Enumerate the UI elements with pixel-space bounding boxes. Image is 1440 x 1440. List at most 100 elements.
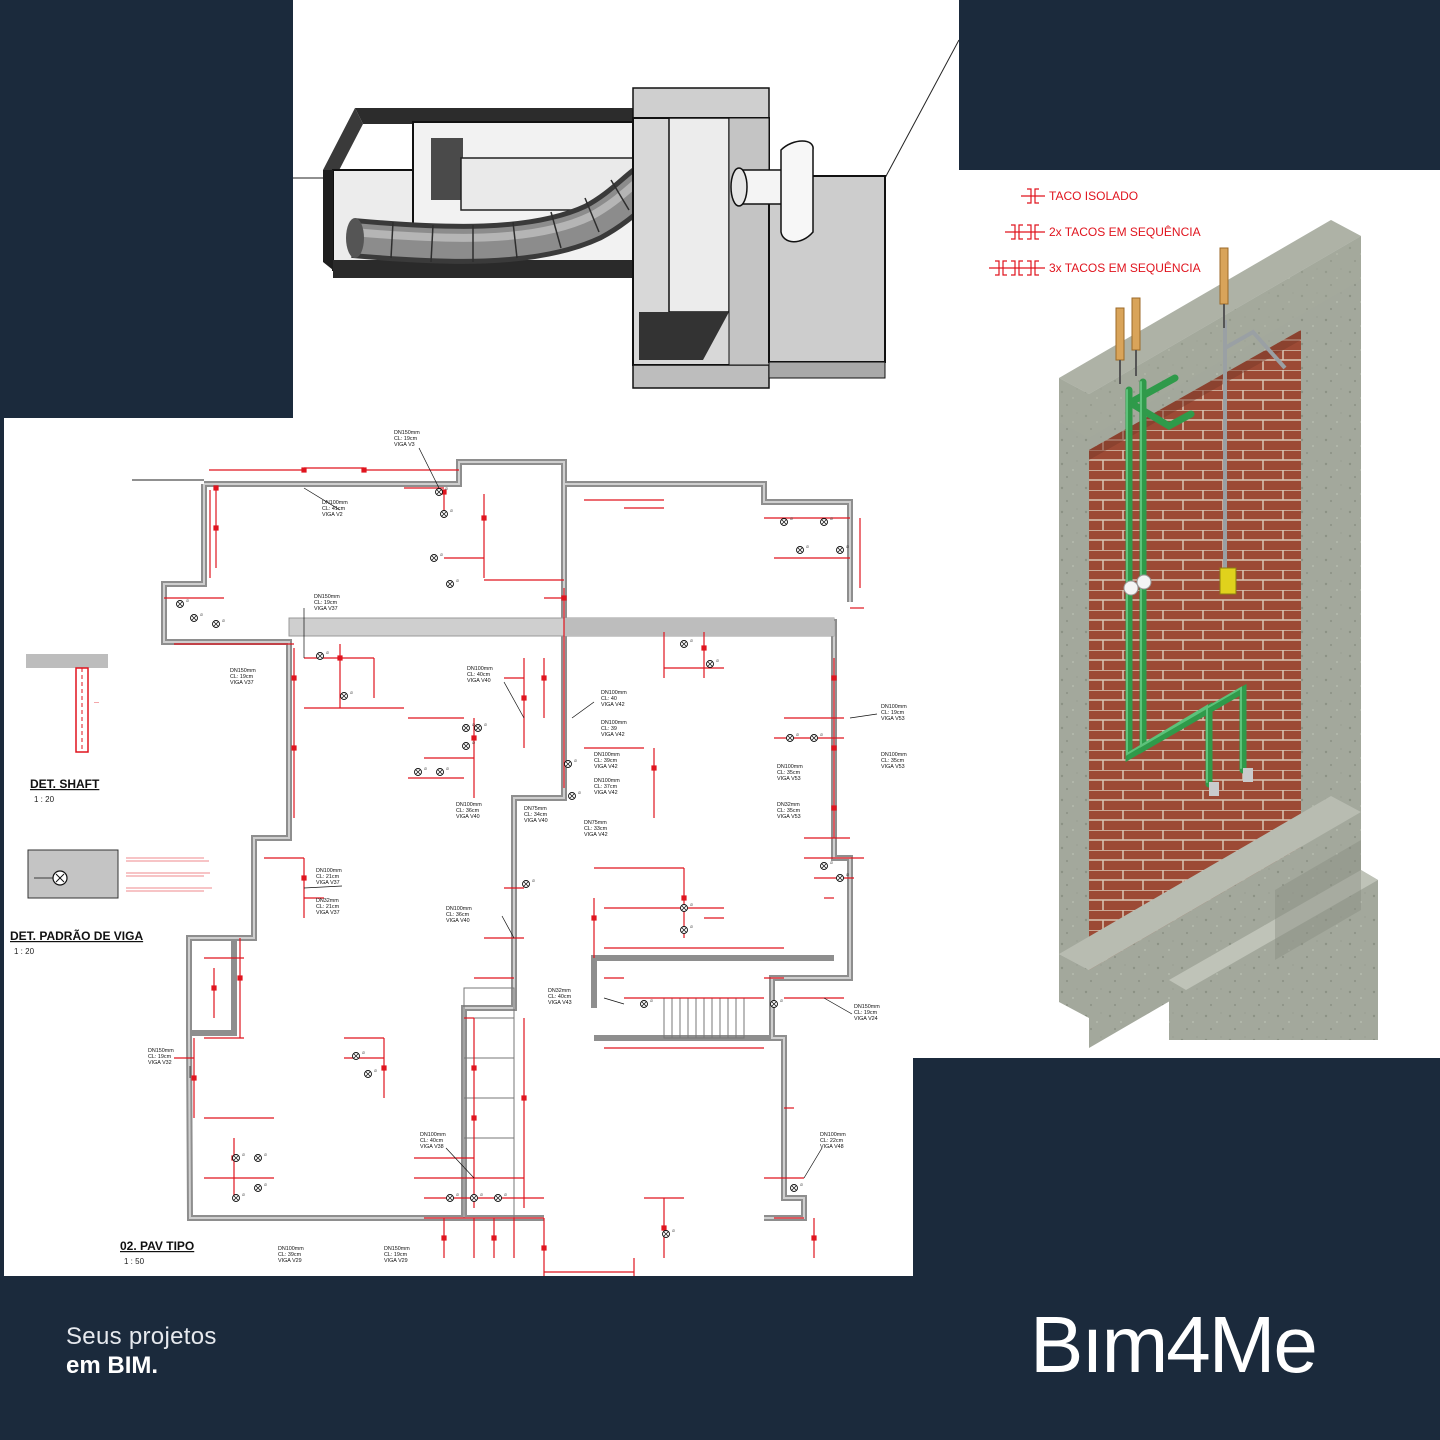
pipe-symbol: ∅ — [680, 639, 694, 648]
pipe-symbol: ∅ — [212, 619, 226, 628]
annotation-line: DN32mm — [548, 988, 571, 994]
pipe-symbol: ∅ — [494, 1193, 508, 1202]
svg-text:∅: ∅ — [830, 861, 834, 865]
dimension-tick — [701, 645, 707, 651]
annotation-line: DN150mm — [394, 430, 420, 436]
svg-text:∅: ∅ — [806, 545, 810, 549]
svg-text:∅: ∅ — [790, 517, 794, 521]
shaft-detail-scale: 1 : 20 — [34, 795, 55, 804]
annotation-line: DN100mm — [322, 500, 348, 506]
pipe-symbol: ∅ — [440, 509, 454, 518]
duct-render-panel — [293, 0, 959, 418]
legend-item: TACO ISOLADO — [1021, 188, 1138, 204]
annotation-line: VIGA V37 — [314, 606, 338, 612]
svg-text:∅: ∅ — [480, 1193, 484, 1197]
dimension-lines — [164, 467, 864, 1276]
logo-text: Bım4Me — [1030, 1300, 1316, 1389]
leader-line — [303, 487, 341, 511]
dimension-tick — [481, 515, 487, 521]
svg-text:∅: ∅ — [716, 659, 720, 663]
annotation-line: VIGA V53 — [881, 716, 905, 722]
stair — [463, 987, 745, 1219]
pipe-symbol: ∅ — [790, 1183, 804, 1192]
pipe-symbol: ∅ — [435, 487, 449, 496]
annotation-line: CL: 19cm — [230, 674, 254, 680]
annotation-line: DN75mm — [584, 820, 607, 826]
leader-line — [445, 1147, 475, 1179]
annotation-line: VIGA V42 — [601, 732, 625, 738]
annotation-line: VIGA V40 — [456, 814, 480, 820]
annotation-line: VIGA V37 — [316, 880, 340, 886]
dimension-tick — [561, 595, 567, 601]
svg-text:∅: ∅ — [800, 1183, 804, 1187]
annotation-line: VIGA V53 — [777, 776, 801, 782]
pipe-symbol: ∅ — [836, 545, 850, 554]
svg-text:∅: ∅ — [200, 613, 204, 617]
annotation-line: CL: 35cm — [777, 808, 801, 814]
svg-text:∅: ∅ — [484, 723, 488, 727]
annotation-line: DN75mm — [524, 806, 547, 812]
legend-label: 3x TACOS EM SEQUÊNCIA — [1049, 260, 1201, 275]
annotation-line: CL: 21cm — [316, 904, 340, 910]
annotation-line: CL: 41cm — [322, 506, 346, 512]
annotation-line: CL: 35cm — [777, 770, 801, 776]
leader-line — [503, 681, 525, 719]
svg-text:∅: ∅ — [264, 1153, 268, 1157]
annotation-line: VIGA V29 — [278, 1258, 302, 1264]
dimension-tick — [521, 695, 527, 701]
annotation-line: DN100mm — [278, 1246, 304, 1252]
leader-line — [418, 447, 440, 489]
annotation-line: VIGA V24 — [854, 1016, 878, 1022]
annotation-line: VIGA V32 — [148, 1060, 172, 1066]
taco-symbol — [1011, 260, 1016, 276]
annotation-line: DN100mm — [601, 720, 627, 726]
beam-detail: DET. PADRÃO DE VIGA 1 : 20 — [10, 849, 212, 956]
pipe-symbol: ∅ — [568, 791, 582, 800]
pipe-symbol: ∅ — [430, 553, 444, 562]
annotation-line: DN100mm — [446, 906, 472, 912]
dimension-tick — [811, 1235, 817, 1241]
annotation-line: DN100mm — [316, 868, 342, 874]
annotation-line: DN150mm — [314, 594, 340, 600]
legend-item: 2x TACOS EM SEQUÊNCIA — [1005, 224, 1201, 240]
pipe-symbol: ∅ — [254, 1153, 268, 1162]
pipe-symbol: ∅ — [446, 579, 460, 588]
pipe-symbol: ∅ — [836, 873, 850, 882]
tagline: Seus projetos em BIM. — [66, 1322, 217, 1380]
annotation-line: CL: 39cm — [594, 758, 618, 764]
annotation-line: CL: 19cm — [148, 1054, 172, 1060]
svg-text:∅: ∅ — [446, 767, 450, 771]
annotation-line: VIGA V37 — [230, 680, 254, 686]
pipe-symbol: ∅ — [564, 759, 578, 768]
annotation-line: VIGA V40 — [524, 818, 548, 824]
leader-line — [303, 885, 343, 889]
svg-text:∅: ∅ — [472, 723, 476, 727]
svg-text:∅: ∅ — [578, 791, 582, 795]
dimension-tick — [213, 485, 219, 491]
pipe-symbol: ∅ — [820, 517, 834, 526]
pipe-symbol: ∅ — [780, 517, 794, 526]
dimension-tick — [541, 675, 547, 681]
annotation-line: CL: 36cm — [456, 808, 480, 814]
plan-title: 02. PAV TIPO — [120, 1239, 194, 1253]
annotation-line: CL: 40cm — [467, 672, 491, 678]
pipe-symbols: ∅∅∅∅∅∅∅∅∅∅∅∅∅∅∅∅∅∅∅∅∅∅∅∅∅∅∅∅∅∅∅∅∅∅∅∅∅∅∅∅… — [176, 487, 850, 1238]
annotation-line: VIGA V29 — [384, 1258, 408, 1264]
taco-legend: TACO ISOLADO 2x TACOS EM SEQUÊNCIA 3x TACO… — [989, 188, 1201, 276]
annotation-line: CL: 40cm — [548, 994, 572, 1000]
annotation-line: VIGA V42 — [601, 702, 625, 708]
svg-text:∅: ∅ — [450, 509, 454, 513]
svg-text:∅: ∅ — [424, 767, 428, 771]
leader-line — [803, 1147, 823, 1179]
annotation-line: VIGA V53 — [881, 764, 905, 770]
pipe-symbol: ∅ — [796, 545, 810, 554]
pipe-symbol: ∅ — [522, 879, 536, 888]
svg-text:∅: ∅ — [650, 999, 654, 1003]
annotation-line: DN32mm — [777, 802, 800, 808]
